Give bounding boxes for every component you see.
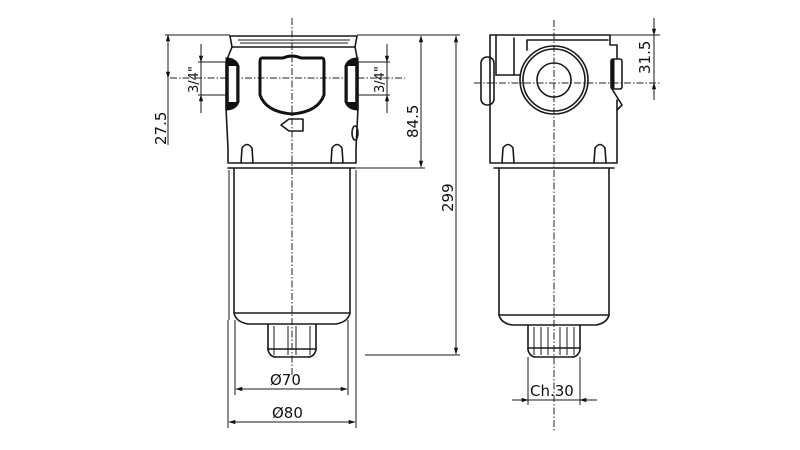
side-dimensions: 31.5 Ch.30 xyxy=(512,18,660,405)
dim-head-diameter: Ø80 xyxy=(272,404,303,422)
side-bowl-body xyxy=(498,167,610,316)
side-port-bore xyxy=(536,62,572,98)
right-lug xyxy=(330,143,344,164)
dim-port-height: 27.5 xyxy=(152,112,170,145)
dim-head-height: 84.5 xyxy=(404,105,422,138)
side-bowl-bottom xyxy=(498,314,610,326)
side-left-lug xyxy=(501,143,515,164)
dim-bowl-diameter: Ø70 xyxy=(270,371,301,389)
head-top-cap xyxy=(229,35,358,48)
side-hex-plug xyxy=(527,324,581,358)
side-head-top xyxy=(489,34,618,59)
front-view xyxy=(170,18,405,375)
side-view xyxy=(474,20,660,432)
left-lug xyxy=(240,143,254,164)
side-right-boss xyxy=(610,58,623,90)
dim-hex-size: Ch.30 xyxy=(530,382,574,400)
dim-overall-height: 299 xyxy=(439,183,457,212)
front-dimensions: 27.5 3/4" 3/4" 84.5 299 Ø70 Ø80 xyxy=(152,34,460,428)
dim-side-port-height: 31.5 xyxy=(636,41,654,74)
side-port-outer xyxy=(519,45,589,115)
bowl-body xyxy=(233,167,351,314)
side-head-body xyxy=(489,34,618,164)
flow-arrow-icon xyxy=(280,118,304,132)
head-window xyxy=(258,54,326,116)
side-right-lug xyxy=(593,143,607,164)
dim-port-size-left: 3/4" xyxy=(187,66,202,93)
dim-port-size-right: 3/4" xyxy=(373,66,388,93)
side-left-boss xyxy=(480,56,495,106)
bowl-bottom xyxy=(233,312,351,325)
drain-plug xyxy=(267,323,317,358)
